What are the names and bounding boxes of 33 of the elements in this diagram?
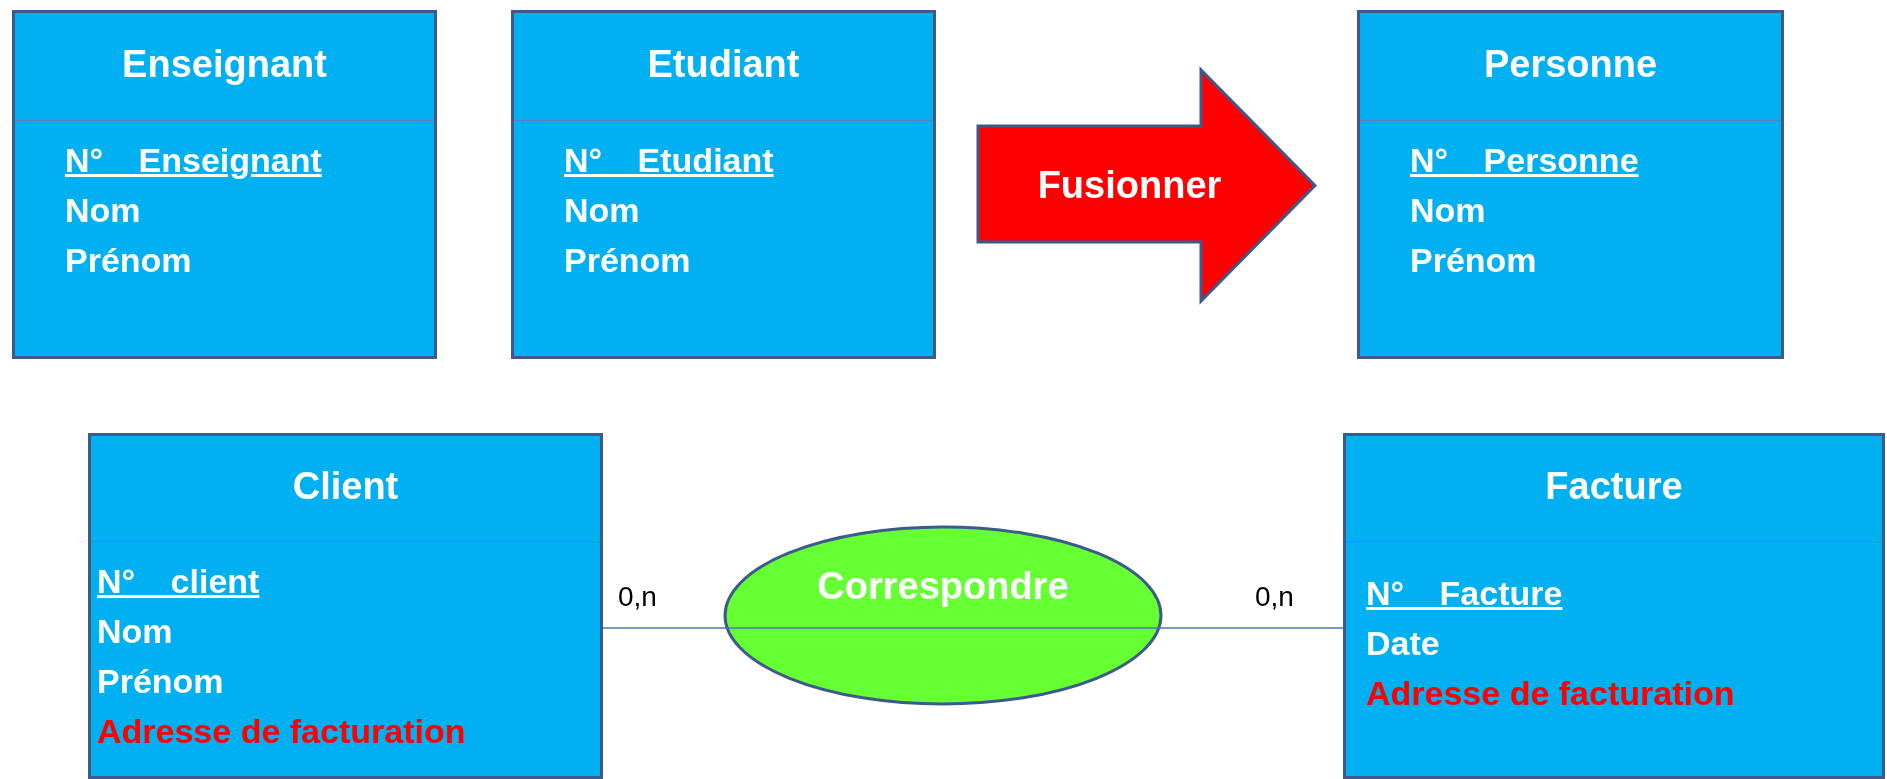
- entity-title: Etudiant: [646, 41, 801, 87]
- arrow-label: Fusionner: [1037, 163, 1222, 208]
- entity-title: Client: [291, 463, 400, 509]
- attribute: Nom: [1410, 190, 1487, 231]
- attribute: Nom: [564, 190, 641, 231]
- attribute: Adresse de facturation: [97, 711, 466, 752]
- entity-title: Facture: [1544, 463, 1684, 509]
- entity-title: Personne: [1482, 41, 1659, 87]
- entity-box: [1343, 433, 1885, 779]
- connector-line: [602, 627, 726, 629]
- key-attribute: N° Enseignant: [65, 140, 322, 181]
- entity-box: [88, 433, 603, 779]
- key-attribute: N° Facture: [1366, 573, 1564, 614]
- attribute: Prénom: [97, 661, 225, 702]
- cardinality-label: 0,n: [618, 580, 657, 614]
- attribute: Adresse de facturation: [1366, 673, 1735, 714]
- entity-box: [1357, 10, 1784, 359]
- key-attribute: N° Personne: [1410, 140, 1639, 181]
- attribute: Date: [1366, 623, 1441, 664]
- attribute: Prénom: [564, 240, 692, 281]
- attribute: Nom: [65, 190, 142, 231]
- entity-box: [511, 10, 936, 359]
- attribute: Nom: [97, 611, 174, 652]
- cardinality-label: 0,n: [1255, 580, 1294, 614]
- block-arrow: [976, 66, 1318, 305]
- key-attribute: N° client: [97, 561, 261, 602]
- relationship-label: Correspondre: [816, 564, 1070, 609]
- connector-line: [1160, 627, 1344, 629]
- entity-box: [12, 10, 437, 359]
- attribute: Prénom: [1410, 240, 1538, 281]
- entity-title: Enseignant: [121, 41, 328, 87]
- key-attribute: N° Etudiant: [564, 140, 774, 181]
- attribute: Prénom: [65, 240, 193, 281]
